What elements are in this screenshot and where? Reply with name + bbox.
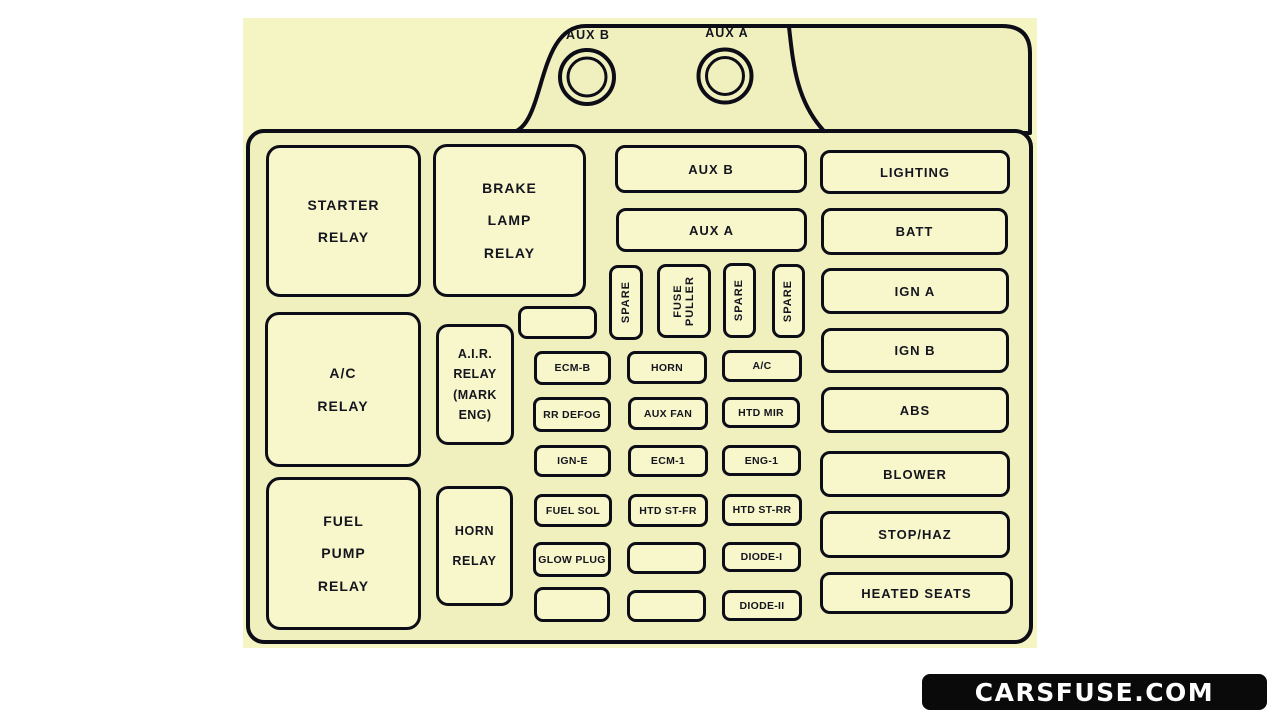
fuse-puller-label: FUSE PULLER — [671, 276, 696, 326]
fuse-stop-haz: STOP/HAZ — [820, 511, 1010, 558]
fuse-htd-st-rr-label: HTD ST-RR — [732, 504, 792, 516]
fuse-ecm-1-label: ECM-1 — [650, 455, 686, 467]
fuse-aux-b-label: AUX B — [688, 161, 734, 177]
fuse-ign-e: IGN-E — [534, 445, 611, 477]
fuse-ign-b-label: IGN B — [894, 343, 936, 358]
fuse-aux-fan: AUX FAN — [628, 397, 708, 430]
fuse-eng-1: ENG-1 — [722, 445, 801, 476]
fuse-diode-1-label: DIODE-I — [740, 551, 783, 563]
empty-cavity-2 — [534, 587, 610, 622]
fuse-ign-a: IGN A — [821, 268, 1009, 314]
fuse-ac-label: A/C — [752, 360, 772, 372]
fuse-abs: ABS — [821, 387, 1009, 433]
aux-b-stud-icon — [558, 48, 616, 106]
fuse-diode-2: DIODE-II — [722, 590, 802, 621]
fuse-ign-a-label: IGN A — [894, 283, 936, 299]
fuse-batt: BATT — [821, 208, 1008, 255]
fuse-htd-mir-label: HTD MIR — [738, 406, 784, 419]
fuse-htd-st-fr-label: HTD ST-FR — [639, 504, 697, 517]
relay-brake-lamp: BRAKE LAMP RELAY — [433, 144, 586, 297]
fuse-eng-1-label: ENG-1 — [744, 454, 779, 467]
aux-a-stud-icon — [696, 47, 754, 105]
fuse-fuel-sol-label: FUEL SOL — [545, 504, 601, 517]
fuse-aux-fan-label: AUX FAN — [643, 407, 693, 420]
relay-air: A.I.R. RELAY (MARK ENG) — [436, 324, 514, 445]
aux-a-stud-inner-icon — [705, 56, 745, 96]
fuse-htd-st-rr: HTD ST-RR — [722, 494, 802, 526]
fuse-spare-1: SPARE — [609, 265, 643, 340]
fuse-blower-label: BLOWER — [883, 466, 947, 482]
fuse-ecm-b-label: ECM-B — [554, 362, 591, 374]
empty-cavity-3 — [627, 542, 706, 574]
fuse-glow-plug-label: GLOW PLUG — [538, 553, 606, 566]
fuse-lighting-label: LIGHTING — [879, 164, 951, 180]
fuse-lighting: LIGHTING — [820, 150, 1010, 194]
relay-ac-label: A/C RELAY — [317, 365, 369, 414]
fuse-diode-2-label: DIODE-II — [739, 599, 785, 612]
relay-starter: STARTER RELAY — [266, 145, 421, 297]
fuse-horn: HORN — [627, 351, 707, 384]
relay-horn: HORN RELAY — [436, 486, 513, 606]
fuse-puller: FUSE PULLER — [657, 264, 711, 338]
fuse-stop-haz-label: STOP/HAZ — [878, 527, 952, 542]
relay-fuel-pump-label: FUEL PUMP RELAY — [317, 513, 370, 594]
fuse-glow-plug: GLOW PLUG — [533, 542, 611, 577]
fuse-rr-defog-label: RR DEFOG — [543, 408, 601, 421]
fuse-ecm-b: ECM-B — [534, 351, 611, 385]
relay-ac: A/C RELAY — [265, 312, 421, 467]
fuse-ign-e-label: IGN-E — [557, 455, 588, 467]
aux-b-stud-label: AUX B — [566, 28, 610, 42]
aux-b-stud-inner-icon — [566, 56, 608, 98]
empty-cavity-4 — [627, 590, 706, 622]
fuse-fuel-sol: FUEL SOL — [534, 494, 612, 527]
relay-fuel-pump: FUEL PUMP RELAY — [266, 477, 421, 630]
fuse-ign-b: IGN B — [821, 328, 1009, 373]
fuse-spare-1-label: SPARE — [619, 281, 632, 324]
relay-starter-label: STARTER RELAY — [307, 196, 380, 245]
aux-a-stud-label: AUX A — [705, 26, 749, 40]
fuse-diode-1: DIODE-I — [722, 542, 801, 572]
fuse-rr-defog: RR DEFOG — [533, 397, 611, 432]
tab-inner-curve — [787, 25, 826, 133]
relay-air-label: A.I.R. RELAY (MARK ENG) — [453, 347, 497, 422]
fuse-spare-3-label: SPARE — [782, 279, 795, 323]
fuse-blower: BLOWER — [820, 451, 1010, 497]
fuse-htd-st-fr: HTD ST-FR — [628, 494, 708, 527]
fuse-htd-mir: HTD MIR — [722, 397, 800, 428]
relay-brake-lamp-label: BRAKE LAMP RELAY — [482, 180, 537, 261]
fuse-spare-3: SPARE — [772, 264, 805, 338]
top-tab-outline — [507, 24, 1032, 135]
fuse-spare-2-label: SPARE — [733, 279, 746, 322]
fuse-ac: A/C — [722, 350, 802, 382]
relay-horn-label: HORN RELAY — [452, 524, 497, 568]
fuse-abs-label: ABS — [899, 402, 931, 418]
empty-cavity-1 — [518, 306, 597, 339]
fuse-batt-label: BATT — [895, 224, 934, 239]
fuse-heated-seats-label: HEATED SEATS — [861, 585, 972, 601]
carsfuse-watermark: CARSFUSE.COM — [922, 674, 1267, 710]
fuse-ecm-1: ECM-1 — [628, 445, 708, 477]
fuse-aux-a: AUX A — [616, 208, 807, 252]
carsfuse-watermark-text: CARSFUSE.COM — [974, 677, 1215, 707]
fuse-aux-a-label: AUX A — [689, 222, 734, 238]
fuse-heated-seats: HEATED SEATS — [820, 572, 1013, 614]
fuse-spare-2: SPARE — [723, 263, 756, 338]
fuse-horn-label: HORN — [650, 361, 684, 374]
fuse-aux-b: AUX B — [615, 145, 807, 193]
